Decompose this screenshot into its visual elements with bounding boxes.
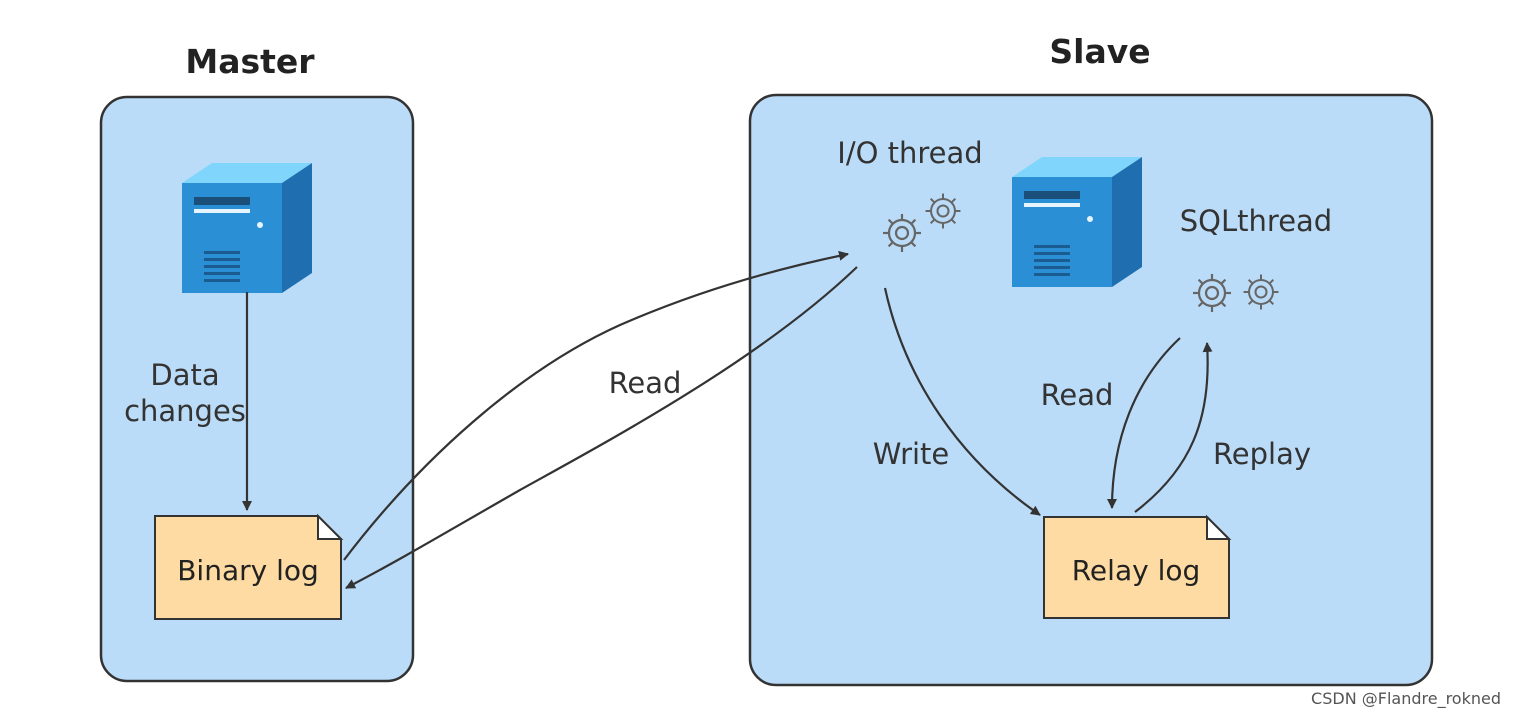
slave-panel [748, 93, 1434, 687]
sql-thread-label: SQLthread [1180, 204, 1332, 238]
data-changes-label-line1: Data [150, 358, 219, 392]
slave-server-icon [1012, 157, 1142, 287]
write-arrow [883, 287, 1041, 516]
replay-label: Replay [1213, 437, 1311, 471]
sql-read-label: Read [1041, 378, 1114, 412]
data-changes-label-line2: changes [124, 394, 246, 428]
binary-log-label: Binary log [177, 554, 319, 587]
binary-log-document-icon [154, 513, 344, 620]
relay-log-document-icon [1043, 514, 1232, 619]
relay-log-label: Relay log [1072, 554, 1201, 587]
master-title: Master [185, 42, 315, 81]
replication-read-label: Read [609, 366, 682, 400]
slave-title: Slave [1049, 32, 1150, 71]
write-label: Write [873, 437, 950, 471]
watermark: CSDN @Flandre_rokned [1311, 689, 1501, 709]
replay-arrow [1134, 342, 1213, 513]
io-thread-label: I/O thread [837, 136, 982, 170]
read-request-arrow [343, 250, 849, 561]
sql-read-arrow [1107, 337, 1181, 509]
read-response-arrow [345, 266, 858, 589]
master-server-icon [182, 163, 312, 293]
